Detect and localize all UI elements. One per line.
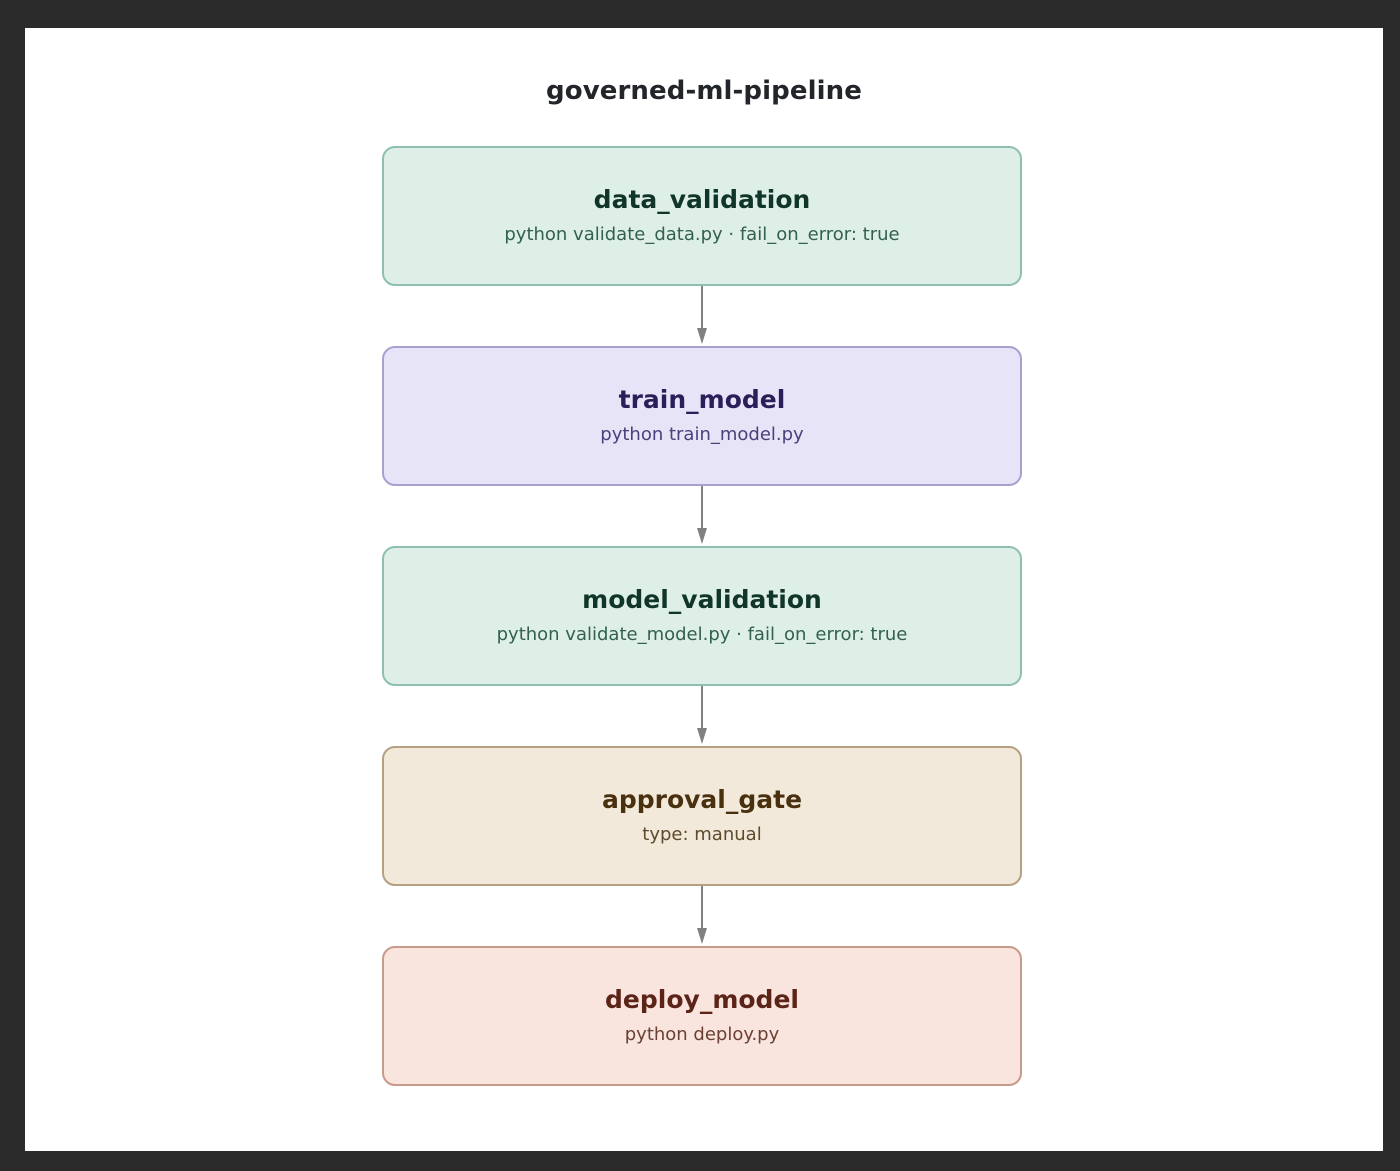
page-title: governed-ml-pipeline <box>546 76 862 106</box>
node-title: deploy_model <box>605 985 799 1015</box>
edge-train-model-to-model-validation <box>697 486 707 546</box>
node-approval-gate[interactable]: approval_gate type: manual <box>382 746 1022 886</box>
edge-data-validation-to-train-model <box>697 286 707 346</box>
node-subtitle: python train_model.py <box>600 423 804 445</box>
edge-approval-gate-to-deploy-model <box>697 886 707 946</box>
node-title: train_model <box>618 385 786 415</box>
node-subtitle: python validate_data.py · fail_on_error:… <box>504 223 900 245</box>
node-deploy-model[interactable]: deploy_model python deploy.py <box>382 946 1022 1086</box>
node-title: approval_gate <box>601 785 803 815</box>
node-title: model_validation <box>582 585 822 615</box>
node-title: data_validation <box>593 185 811 215</box>
edge-model-validation-to-approval-gate <box>697 686 707 746</box>
node-subtitle: type: manual <box>642 823 762 845</box>
diagram-canvas: governed-ml-pipeline data_validation pyt… <box>25 28 1383 1151</box>
node-train-model[interactable]: train_model python train_model.py <box>382 346 1022 486</box>
node-model-validation[interactable]: model_validation python validate_model.p… <box>382 546 1022 686</box>
node-data-validation[interactable]: data_validation python validate_data.py … <box>382 146 1022 286</box>
node-subtitle: python validate_model.py · fail_on_error… <box>496 623 908 645</box>
node-subtitle: python deploy.py <box>624 1023 780 1045</box>
